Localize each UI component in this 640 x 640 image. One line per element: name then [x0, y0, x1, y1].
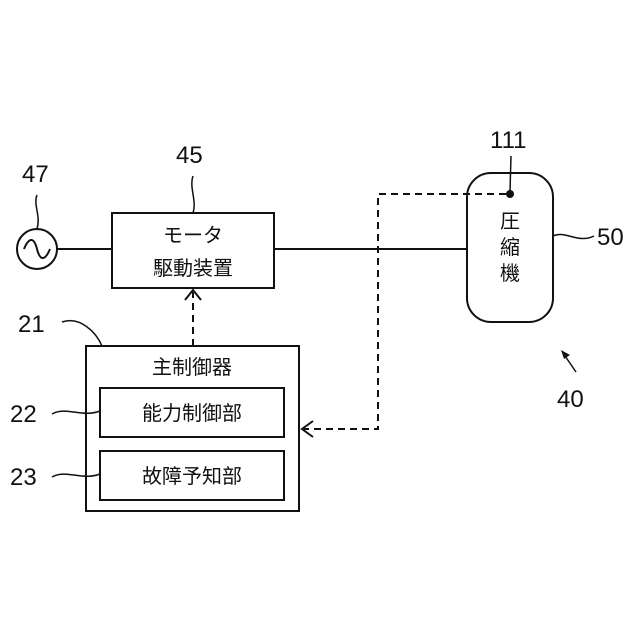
- leader-21: [62, 321, 102, 346]
- motor-drive-label-line1: モータ: [163, 223, 223, 247]
- failure-prediction-label: 故障予知部: [142, 464, 242, 488]
- motor-drive-label-line2: 駆動装置: [153, 256, 233, 280]
- main-controller-label: 主制御器: [152, 355, 232, 379]
- ref-40: 40: [557, 386, 584, 413]
- leader-47: [36, 195, 38, 229]
- ref-45: 45: [176, 142, 203, 169]
- ref-47: 47: [22, 161, 49, 188]
- pointer-40-head: [561, 350, 570, 359]
- ac-source-icon: [17, 229, 57, 269]
- leader-50: [553, 234, 594, 238]
- leader-45: [192, 176, 194, 213]
- leader-111: [510, 156, 511, 191]
- ref-23: 23: [10, 464, 37, 491]
- ref-111: 111: [490, 127, 526, 154]
- sensor-point: [506, 190, 514, 198]
- compressor-char-1: 圧: [500, 209, 520, 233]
- compressor-char-2: 縮: [500, 235, 520, 259]
- ref-21: 21: [18, 311, 45, 338]
- compressor-char-3: 機: [500, 261, 520, 285]
- ref-50: 50: [597, 224, 624, 251]
- ref-22: 22: [10, 401, 37, 428]
- capacity-control-label: 能力制御部: [142, 401, 242, 425]
